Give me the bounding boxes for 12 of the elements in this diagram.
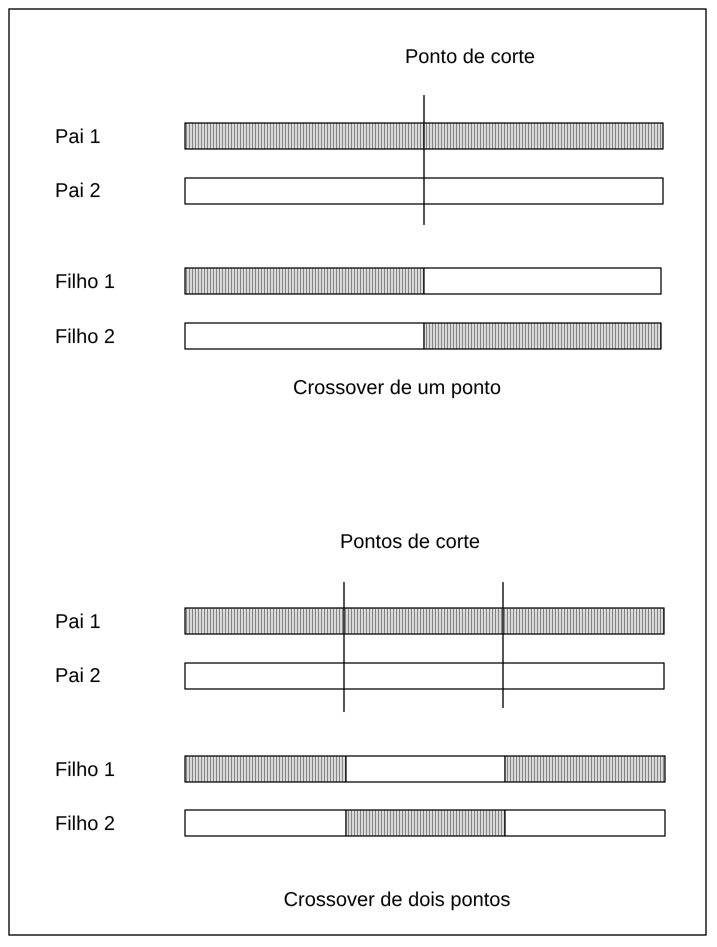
row-label: Pai 1: [55, 125, 101, 149]
row-label: Filho 2: [55, 812, 116, 836]
cut-point-label: Pontos de corte: [340, 530, 480, 554]
row-label: Filho 2: [55, 325, 116, 349]
row-label: Pai 2: [55, 664, 101, 688]
caption: Crossover de dois pontos: [284, 888, 510, 912]
caption: Crossover de um ponto: [293, 376, 501, 400]
row-label: Pai 1: [55, 610, 101, 634]
row-label: Filho 1: [55, 270, 116, 294]
row-label: Pai 2: [55, 179, 101, 203]
row-label: Filho 1: [55, 758, 116, 782]
cut-point-label: Ponto de corte: [404, 45, 536, 69]
